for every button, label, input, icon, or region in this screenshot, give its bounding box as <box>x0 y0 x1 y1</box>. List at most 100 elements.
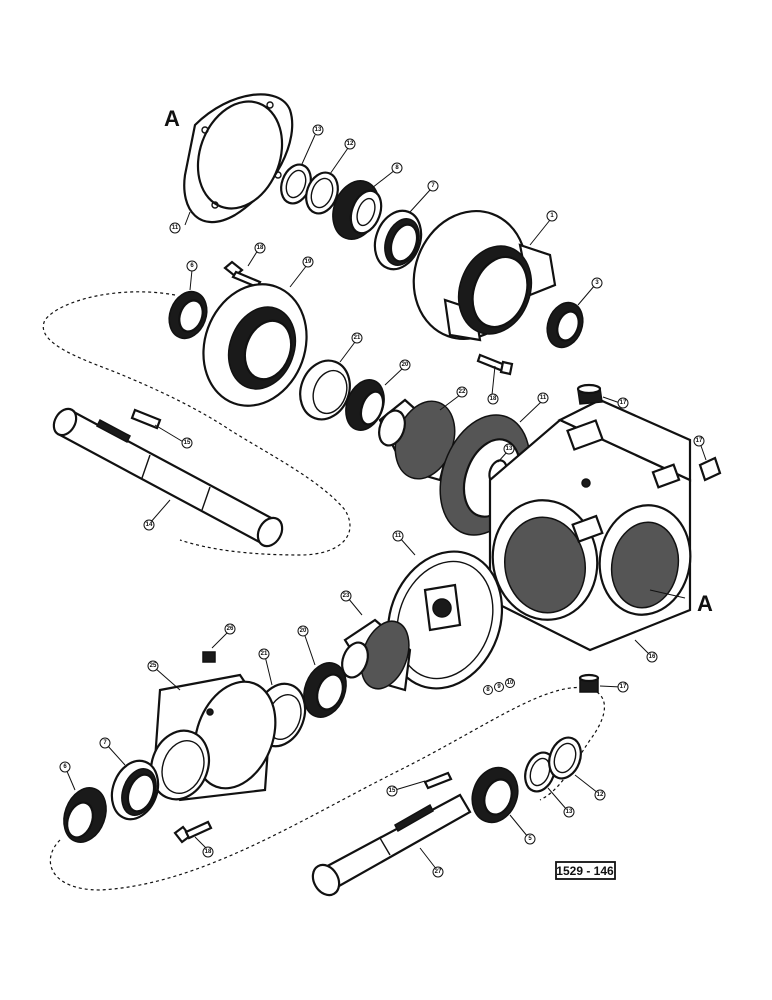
bearing-cone-6-lower <box>63 787 107 843</box>
svg-text:15: 15 <box>389 788 396 794</box>
callout-17-plug-low: 17 <box>617 681 629 693</box>
callout-14-shaft: 14 <box>143 519 155 531</box>
bevel-gear-22 <box>378 398 456 482</box>
svg-text:17: 17 <box>696 438 703 444</box>
svg-text:13: 13 <box>506 446 513 452</box>
callout-23-pinion: 23 <box>340 590 352 602</box>
svg-text:11: 11 <box>540 395 547 401</box>
callout-19-cap: 19 <box>302 256 314 268</box>
svg-text:22: 22 <box>459 389 466 395</box>
svg-text:15: 15 <box>184 440 191 446</box>
svg-text:8: 8 <box>395 165 399 171</box>
bearing-cap-19 <box>202 283 308 407</box>
callout-12-ring-lower: 12 <box>594 789 606 801</box>
gear-housing-16 <box>488 398 692 652</box>
svg-text:17: 17 <box>620 684 627 690</box>
callout-9-washer: 9 <box>494 682 504 692</box>
callout-25-cap: 25 <box>147 660 159 672</box>
callout-26-plug: 26 <box>224 623 236 635</box>
svg-text:1529 - 146: 1529 - 146 <box>556 864 614 878</box>
svg-text:3: 3 <box>595 280 599 286</box>
bearing-cup-7-top <box>373 209 423 271</box>
callout-10-pin: 10 <box>505 678 515 688</box>
svg-text:1: 1 <box>550 213 554 219</box>
bearing-cap-11-lower <box>386 550 504 690</box>
svg-text:13: 13 <box>566 809 573 815</box>
assembly-guide-upper <box>42 291 351 556</box>
svg-text:16: 16 <box>649 654 656 660</box>
callout-18-bolt-top: 18 <box>254 242 266 254</box>
shaft-27 <box>311 793 472 897</box>
bearing-cup-7-lower <box>110 759 160 821</box>
plug-17-right <box>698 456 722 482</box>
svg-text:5: 5 <box>528 836 532 842</box>
svg-text:21: 21 <box>261 651 268 657</box>
bearing-cap-25 <box>149 673 277 802</box>
figure-code: 1529 - 146 <box>555 861 616 880</box>
bearing-cone-20-lower <box>303 662 347 718</box>
svg-text:11: 11 <box>172 225 179 231</box>
callout-22-gear: 22 <box>456 386 468 398</box>
callout-13-ring-mid: 13 <box>503 443 515 455</box>
shaft-14 <box>52 407 284 548</box>
svg-text:11: 11 <box>395 533 402 539</box>
svg-text:26: 26 <box>227 626 234 632</box>
bolt-18-top <box>223 260 262 289</box>
callout-3-seal: 3 <box>591 277 603 289</box>
seal-5 <box>471 766 519 824</box>
callout-21-cup-upper: 21 <box>351 332 363 344</box>
callout-16-housing: 16 <box>646 651 658 663</box>
callout-13-ring-top: 13 <box>312 124 324 136</box>
bearing-cone-20-upper <box>345 379 385 431</box>
callout-15-key: 15 <box>181 437 193 449</box>
plug-26 <box>202 651 216 663</box>
svg-text:25: 25 <box>150 663 157 669</box>
ring-12-lower <box>548 736 582 780</box>
callout-6-cone-lower: 6 <box>59 761 71 773</box>
callout-8-cone-top: 8 <box>391 162 403 174</box>
callout-11-gasket-mid: 11 <box>537 392 549 404</box>
callout-17-plug-top: 17 <box>617 397 629 409</box>
reference-letter-a-right: A <box>697 591 713 616</box>
svg-text:13: 13 <box>315 127 322 133</box>
callout-21-cup-lower: 21 <box>258 648 270 660</box>
svg-text:23: 23 <box>343 593 350 599</box>
callout-12-ring-top: 12 <box>344 138 356 150</box>
svg-text:17: 17 <box>620 400 627 406</box>
callout-17-plug-right: 17 <box>693 435 705 447</box>
svg-text:7: 7 <box>431 183 435 189</box>
seal-3 <box>546 301 584 349</box>
svg-text:21: 21 <box>354 335 361 341</box>
callout-7-cup-lower: 7 <box>99 737 111 749</box>
plug-17-low <box>578 673 600 693</box>
callout-15-key-lower: 15 <box>386 785 398 797</box>
svg-text:9: 9 <box>497 684 501 690</box>
bearing-cap-1 <box>412 209 557 342</box>
callout-11-cap-lower: 11 <box>392 530 404 542</box>
callout-5-seal: 5 <box>524 833 536 845</box>
svg-text:7: 7 <box>103 740 107 746</box>
svg-text:6: 6 <box>190 263 194 269</box>
assembly-guide-lower <box>49 686 605 891</box>
ring-12-top <box>305 171 339 215</box>
callout-1-bearing-cap: 1 <box>546 210 558 222</box>
bolt-18-mid <box>476 353 514 376</box>
svg-text:18: 18 <box>205 849 212 855</box>
plug-17-top <box>576 383 603 405</box>
callout-18-bolt-mid: 18 <box>487 393 499 405</box>
svg-text:12: 12 <box>347 141 354 147</box>
gasket-top <box>183 93 294 224</box>
ring-13-lower <box>524 751 556 793</box>
callout-11-gasket-top: 11 <box>169 222 181 234</box>
bevel-pinion-23 <box>341 618 412 692</box>
callout-13-ring-lower: 13 <box>563 806 575 818</box>
svg-text:6: 6 <box>63 764 67 770</box>
svg-text:14: 14 <box>146 522 153 528</box>
key-15 <box>130 408 162 430</box>
svg-text:12: 12 <box>597 792 604 798</box>
svg-text:19: 19 <box>305 259 312 265</box>
bolt-18-lower <box>173 820 213 844</box>
svg-text:18: 18 <box>490 396 497 402</box>
callout-8-nut: 8 <box>483 685 493 695</box>
